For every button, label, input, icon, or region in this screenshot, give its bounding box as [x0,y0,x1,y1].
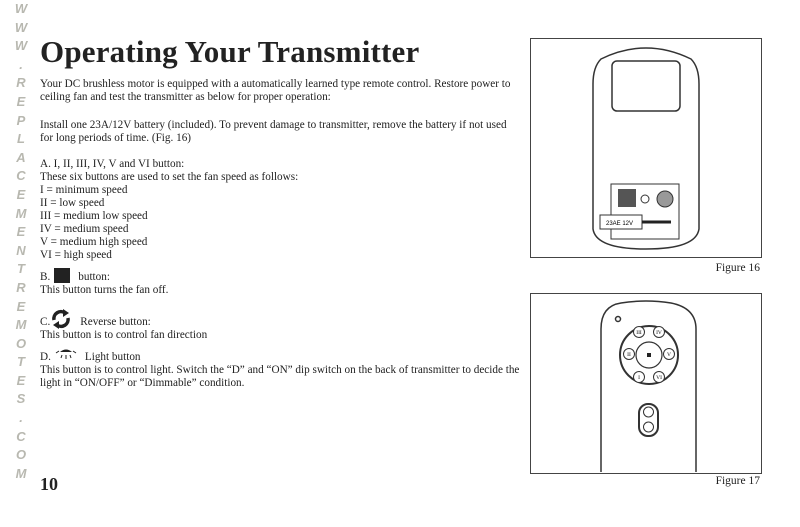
watermark-letter: P [16,112,26,128]
transmitter-back-illustration: 23AE 12V [592,47,700,250]
section-c-label: Reverse button: [80,316,151,328]
watermark-letter: T [17,261,25,277]
battery-label: 23AE 12V [606,221,633,227]
figure-16-caption: Figure 16 [715,262,760,274]
watermark-letter: W [14,1,28,16]
watermark-letter: M [15,205,27,221]
page-number: 10 [40,474,58,494]
watermark-letter: N [16,242,26,258]
section-c-prefix: C. [40,316,51,328]
speed-button-label: IV [656,330,662,336]
section-a-heading: A. I, II, III, IV, V and VI button: [40,158,185,170]
watermark-letter: A [16,149,26,165]
speed-button-IV [653,326,665,338]
section-b-prefix: B. [40,271,51,283]
speed-button-label: I [638,375,640,381]
page-title: Operating Your Transmitter [40,34,420,69]
watermark-letter: R [16,279,26,295]
watermark-letter: R [16,75,26,91]
section-d-desc: This button is to control light. Switch … [40,364,520,389]
watermark-letter: O [15,447,27,463]
speed-button-label: V [667,352,671,358]
section-b-label: button: [78,271,110,283]
section-d-prefix: D. [40,351,51,363]
watermark-letter: M [15,465,27,481]
speed-button-III [633,326,645,338]
battery-paragraph: Install one 23A/12V battery (included). … [40,119,507,144]
speed-item: VI = high speed [40,249,112,261]
speed-button-I [633,371,645,383]
section-d-label: Light button [84,351,141,363]
reverse-icon [52,309,71,329]
watermark-letter: S [16,391,26,407]
section-c: C. Reverse button: This button is to cont… [40,309,207,342]
section-a: A. I, II, III, IV, V and VI button: Thes… [40,158,298,262]
watermark-letter: W [14,38,28,54]
speed-item: III = medium low speed [40,210,148,222]
intro-paragraph: Your DC brushless motor is equipped with… [40,78,511,103]
watermark-letter: E [16,93,26,109]
speed-button-label: II [627,352,631,358]
figure-17-caption: Figure 17 [715,475,760,487]
speed-item: IV = medium speed [40,223,129,235]
watermark-letter: T [17,354,25,370]
speed-button-V [663,348,675,360]
watermark-letter: E [16,186,26,202]
watermark-letter: L [17,131,25,147]
light-icon [55,349,77,359]
watermark-letter: . [19,56,23,72]
watermark-letter: O [15,335,27,351]
watermark-letter: E [16,372,26,388]
figure-16: 23AE 12V [530,38,762,258]
watermark-letter: E [16,224,26,240]
stop-icon [54,268,71,283]
section-b: B. button: This button turns the fan off. [40,268,168,297]
section-d: D. Light button This button is to control… [40,348,520,390]
speed-item: I = minimum speed [40,184,128,196]
section-a-desc: These six buttons are used to set the fa… [40,171,299,183]
section-b-desc: This button turns the fan off. [40,284,169,296]
section-c-desc: This button is to control fan direction [40,329,208,341]
speed-button-label: III [636,330,642,336]
watermark-letter: C [16,168,26,184]
watermark-letter: W [14,19,28,35]
watermark-letter: E [16,298,26,314]
speed-button-label: VI [656,375,662,381]
speed-button-II [623,348,635,360]
watermark-letter: M [15,317,27,333]
speed-item: II = low speed [40,197,105,209]
watermark-letter: C [16,428,26,444]
watermark-letter: . [19,410,23,426]
speed-button-VI [653,371,665,383]
speed-item: V = medium high speed [40,236,148,248]
